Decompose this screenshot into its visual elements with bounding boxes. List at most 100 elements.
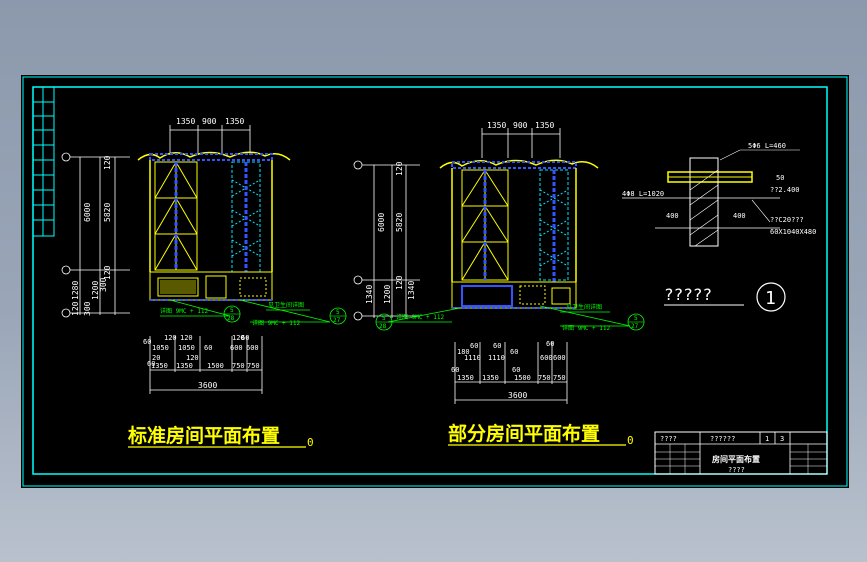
left-bd-r4-5: 750 [247, 362, 260, 370]
detail-column-hatch [689, 169, 719, 247]
title-cell-1: ???? [660, 435, 677, 443]
left-bd-r2-3: 60 [241, 334, 249, 342]
left-bd-r2-4: 600 [230, 344, 243, 352]
detail-column [689, 157, 719, 247]
left-top-dim-1: 1350 [176, 117, 195, 126]
left-top-wall [137, 151, 291, 161]
left-bd-r3-3: 60 [147, 360, 155, 368]
detail-number: 1 [765, 288, 776, 309]
title-cell-2: ?????? [710, 435, 735, 443]
left-top-dim-2: 900 [202, 117, 217, 126]
left-bd-r3-2: 120 [186, 354, 199, 362]
grid-bubble [61, 152, 71, 162]
right-bd-r2-3: 600 [540, 354, 553, 362]
left-bubble-b-bottom: 27 [333, 317, 341, 324]
left-bd-r1-1: 60 [143, 338, 151, 346]
detail-dim-left: 400 [666, 212, 679, 220]
right-top-dim-1: 1350 [487, 121, 506, 130]
right-callout-a: 详图 9MC + 112 [396, 313, 445, 321]
right-bubble-a-top: 5 [382, 315, 386, 322]
right-dim-120a: 120 [395, 161, 404, 176]
title-drawing-sub: ???? [728, 466, 745, 474]
binding-strip [32, 86, 55, 237]
right-bd-r1-5: 60 [510, 348, 518, 356]
right-scale-mark: 0 [627, 434, 634, 447]
right-bathroom-area [451, 281, 577, 309]
detail-label-right-1: 50 [776, 174, 784, 182]
right-bd-r4-2: 1350 [482, 374, 499, 382]
right-top-wall-hatch [451, 161, 577, 169]
detail-label-bottom-1: ??C20??? [770, 216, 804, 224]
left-bd-r1-4: 120 [232, 334, 245, 342]
left-dim-1280: 1280 [71, 281, 80, 300]
right-top-dim-3: 1350 [535, 121, 554, 130]
left-plan-title: 标准房间平面布置 [128, 424, 280, 447]
right-dim-6000: 6000 [377, 213, 386, 232]
right-bd-r1-1: 180 [457, 348, 470, 356]
detail-label-right-2: ??2.400 [770, 186, 800, 194]
right-callout-c: 见卫生间详图 [566, 303, 602, 311]
right-plan: 1350 900 1350 6000 5820 120 120 1340 120… [353, 121, 645, 447]
grid-bubble [61, 265, 71, 275]
right-bubble-a-bottom: 28 [379, 323, 387, 330]
right-bd-r3-2: 60 [512, 366, 520, 374]
left-top-wall-hatch [149, 153, 273, 161]
right-bd-r4-4: 750 [538, 374, 551, 382]
left-dim-120c: 120 [71, 301, 80, 316]
right-bd-r3-1: 60 [451, 366, 459, 374]
left-bd-r1-5: 60 [204, 344, 212, 352]
title-cell-4: 3 [780, 435, 784, 443]
grid-bubble [353, 311, 363, 321]
grid-bubble [353, 160, 363, 170]
left-bubble-a-bottom: 28 [227, 315, 235, 322]
left-dim-6000: 6000 [83, 203, 92, 222]
left-bd-r2-1: 1050 [152, 344, 169, 352]
left-bd-r1-3: 120 [180, 334, 193, 342]
left-callout-c: 见卫生间详图 [268, 301, 304, 309]
left-bd-r3-1: 20 [152, 354, 160, 362]
right-callout-b: 详图 9MC + 112 [562, 324, 611, 332]
right-bubble-b-bottom: 27 [631, 323, 639, 330]
left-bd-r1-2: 120 [164, 334, 177, 342]
left-bd-r4-2: 1350 [176, 362, 193, 370]
inner-frame [32, 86, 828, 475]
right-dim-1340b: 1340 [407, 281, 416, 300]
right-bottom-dimension [454, 342, 568, 404]
right-bd-r2-2: 1110 [488, 354, 505, 362]
right-bd-r1-2: 60 [470, 342, 478, 350]
detail-label-left: 4Φ8 L=1020 [622, 190, 664, 198]
right-dim-1200: 1200 [383, 285, 392, 304]
detail-label-bottom-2: 60X1040X480 [770, 228, 816, 236]
left-plan: 1350 900 1350 6000 5820 120 120 1280 300… [61, 117, 347, 449]
right-top-wall [439, 159, 599, 169]
left-dim-120b: 120 [103, 265, 112, 280]
left-callout-a: 详图 9MC + 112 [160, 307, 209, 315]
right-bd-r4-1: 1350 [457, 374, 474, 382]
left-bd-r2-5: 600 [246, 344, 259, 352]
detail-label-top: 5Φ6 L=460 [748, 142, 786, 150]
outer-frame [22, 76, 848, 487]
title-block: ???? ?????? 1 3 房间平面布置 ???? [654, 431, 828, 475]
right-plan-title: 部分房间平面布置 [448, 422, 600, 445]
right-bd-r4-3: 1500 [514, 374, 531, 382]
left-scale-mark: 0 [307, 436, 314, 449]
left-bd-r2-2: 1050 [178, 344, 195, 352]
right-callouts [387, 305, 631, 327]
grid-bubble [353, 275, 363, 285]
right-dim-120b: 120 [395, 275, 404, 290]
left-callout-b: 详图 9MC + 112 [252, 319, 301, 327]
right-dim-5820: 5820 [395, 213, 404, 232]
right-bd-r2-1: 1110 [464, 354, 481, 362]
left-dim-300a: 300 [83, 301, 92, 316]
right-total-dim: 3600 [508, 391, 527, 400]
right-bd-r2-4: 600 [553, 354, 566, 362]
left-dim-1200: 1200 [91, 281, 100, 300]
right-vertical-dimension [362, 164, 420, 318]
left-bottom-dimension [149, 336, 263, 394]
left-dim-120a: 120 [103, 155, 112, 170]
left-bubble-b-top: 5 [336, 309, 340, 316]
left-total-dim: 3600 [198, 381, 217, 390]
detail-caption: ????? [664, 285, 712, 304]
right-bd-r4-5: 750 [553, 374, 566, 382]
